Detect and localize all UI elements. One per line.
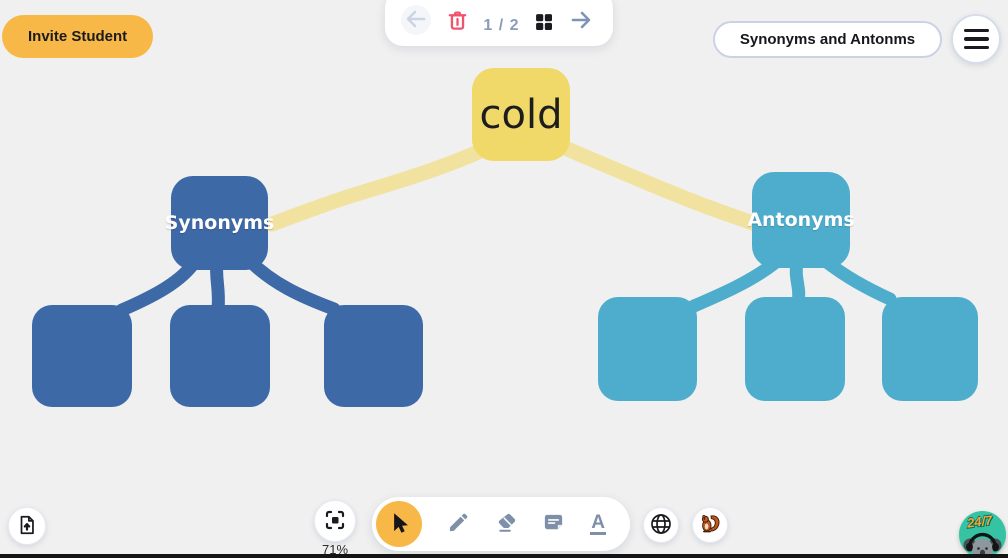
window-edge-bar	[0, 554, 1008, 558]
trash-icon	[446, 9, 469, 35]
main-menu-button[interactable]	[951, 14, 1001, 64]
zoom-level: 71%	[321, 542, 349, 557]
globe-icon	[649, 512, 673, 539]
mindmap-branch-antonyms[interactable]: Antonyms	[747, 172, 855, 268]
document-upload-icon	[16, 514, 38, 539]
export-document-button[interactable]	[8, 507, 46, 545]
cursor-icon	[386, 510, 412, 539]
eraser-icon	[495, 511, 518, 537]
page-indicator: 1 / 2	[483, 17, 520, 34]
squirrel-mascot-button[interactable]	[692, 507, 728, 543]
select-tool-button[interactable]	[376, 501, 422, 547]
sticky-note-icon	[542, 511, 565, 537]
fit-to-screen-button[interactable]	[314, 500, 356, 542]
back-arrow-icon	[404, 7, 428, 34]
next-page-button[interactable]	[569, 8, 593, 35]
branch-label: Synonyms	[164, 212, 275, 234]
mindmap-child-node[interactable]	[882, 297, 978, 401]
board-title[interactable]: Synonyms and Antonms	[713, 21, 942, 58]
root-node-label: cold	[479, 91, 563, 138]
sticky-note-tool-button[interactable]	[542, 511, 565, 537]
mindmap-branch-synonyms[interactable]: Synonyms	[165, 176, 274, 270]
mindmap-child-node[interactable]	[598, 297, 697, 401]
delete-page-button[interactable]	[446, 9, 469, 35]
drawing-toolbar: A	[372, 497, 630, 551]
board-overview-button[interactable]	[534, 12, 554, 35]
support-chat-button[interactable]: 24/7	[959, 511, 1006, 558]
mindmap-root-node[interactable]: cold	[472, 68, 570, 161]
text-tool-icon: A	[590, 512, 606, 536]
text-tool-button[interactable]: A	[590, 512, 606, 536]
pen-tool-button[interactable]	[447, 511, 470, 537]
fit-screen-icon	[323, 508, 347, 535]
mindmap-child-node[interactable]	[32, 305, 132, 407]
forward-arrow-icon	[569, 8, 593, 35]
branch-label: Antonyms	[747, 209, 855, 231]
previous-page-button[interactable]	[401, 5, 431, 35]
squirrel-icon	[698, 512, 722, 539]
mindmap-child-node[interactable]	[745, 297, 845, 401]
pencil-icon	[447, 511, 470, 537]
eraser-tool-button[interactable]	[495, 511, 518, 537]
page-nav-toolbar: 1 / 2	[385, 0, 613, 46]
invite-student-button[interactable]: Invite Student	[2, 15, 154, 58]
mindmap-child-node[interactable]	[324, 305, 423, 407]
language-globe-button[interactable]	[643, 507, 679, 543]
grid-view-icon	[534, 12, 554, 35]
mindmap-child-node[interactable]	[170, 305, 270, 407]
